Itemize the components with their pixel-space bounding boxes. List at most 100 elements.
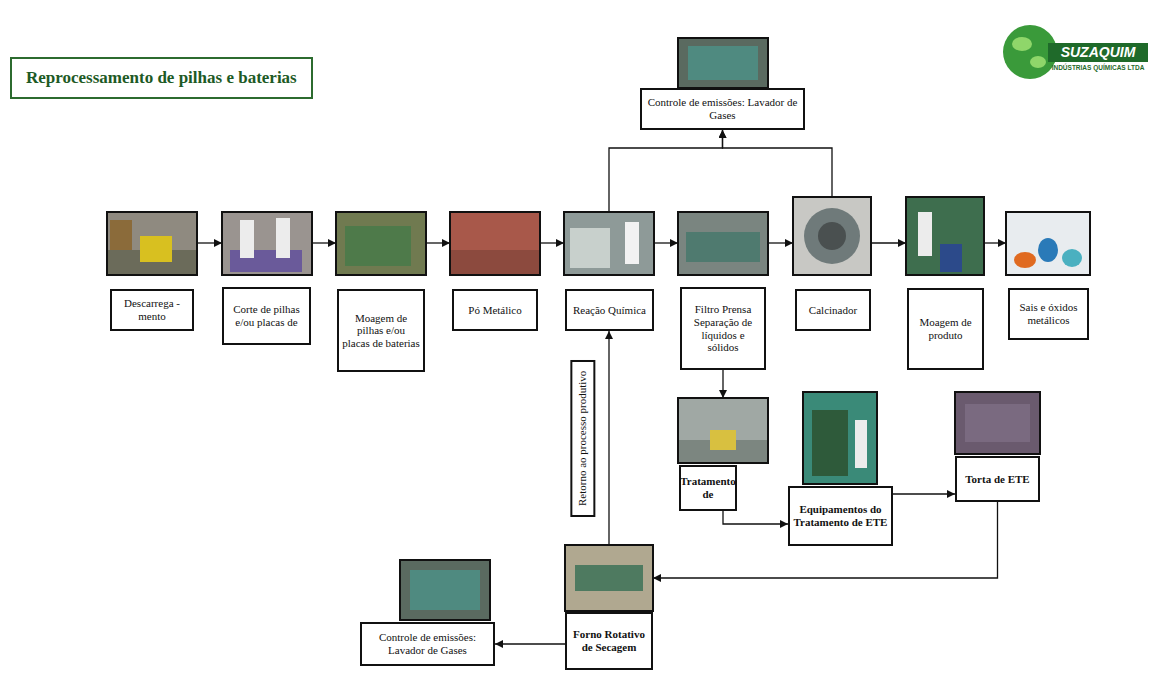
flow-arrow (495, 643, 565, 644)
photo-ground (906, 197, 984, 275)
photo-barrier (710, 430, 736, 450)
step-label: Corte de pilhas e/ou placas de (227, 303, 306, 328)
photo-worker (625, 222, 639, 264)
photo-kiln (575, 565, 643, 591)
photo-ground (564, 212, 654, 275)
photo-frame (793, 197, 871, 275)
photo-frame (678, 212, 768, 275)
photo-machine (812, 410, 848, 476)
step-label: Moagem de produto (912, 316, 979, 341)
flow-arrow (609, 130, 723, 212)
photo-flask (1038, 238, 1058, 262)
label-box: Tratamento de (679, 465, 737, 511)
photo-ground (1006, 212, 1090, 275)
label-box: Sais e óxidos metálicos (1008, 288, 1089, 340)
photo-frame (678, 38, 768, 88)
step-label: Descarrega -mento (115, 297, 189, 322)
process-step: Equipamentos do Tratamento de ETE (788, 392, 893, 546)
photo-drum (804, 208, 860, 264)
photo-worker (855, 420, 867, 468)
photo-cake (965, 404, 1030, 442)
photo-ground (222, 212, 312, 275)
photo-frame (678, 398, 768, 463)
photo-frame (906, 197, 984, 275)
process-step: Calcinador (793, 197, 871, 331)
logo-text: SUZAQUIM (1050, 43, 1146, 61)
flow-arrow (197, 242, 222, 243)
logo-band (1048, 43, 1148, 62)
flow-arrow (654, 242, 678, 243)
photo-frame (222, 212, 312, 275)
photo-ground (678, 398, 768, 463)
step-label: Controle de emissões: Lavador de Gases (365, 631, 490, 656)
step-label: Forno Rotativo de Secagem (570, 628, 648, 653)
process-step: Pó Metálico (450, 212, 540, 331)
process-step: Moagem de pilhas e/ou placas de baterias (336, 212, 426, 372)
photo-scrubber (688, 46, 758, 80)
photo-frame (565, 545, 653, 611)
flow-arrow (723, 130, 833, 197)
process-step: Tratamento de (678, 398, 768, 511)
label-box: Moagem de pilhas e/ou placas de baterias (337, 289, 425, 372)
label-box: Moagem de produto (907, 288, 984, 370)
step-label: Pó Metálico (468, 304, 521, 317)
photo-ground (336, 212, 426, 275)
process-step: Controle de emissões: Lavador de Gases (360, 560, 495, 666)
photo-scrubber (410, 570, 480, 610)
step-label: Moagem de pilhas e/ou placas de baterias (342, 312, 420, 350)
label-box: Filtro Prensa Separação de líquidos e só… (680, 287, 766, 370)
photo-worker (918, 212, 932, 256)
process-step: Controle de emissões: Lavador de Gases (640, 38, 805, 130)
photo-ground (450, 212, 540, 275)
label-box: Pó Metálico (452, 289, 538, 331)
step-label: Torta de ETE (965, 473, 1029, 486)
photo-tank (570, 228, 610, 268)
step-label: Reação Química (573, 304, 646, 317)
photo-ground (955, 392, 1040, 454)
photo-frame (803, 392, 877, 484)
process-step: Torta de ETE (955, 392, 1040, 502)
flow-arrow (426, 242, 450, 243)
photo-frame (107, 212, 197, 275)
photo-ground (565, 545, 653, 611)
photo-drum-door (818, 222, 846, 250)
photo-ground (678, 212, 768, 275)
label-box: Reação Química (565, 289, 654, 331)
flow-arrow (768, 242, 793, 243)
diagram-title: Reprocessamento de pilhas e baterias (26, 68, 297, 88)
process-step: Forno Rotativo de Secagem (565, 545, 653, 670)
photo-frame (1006, 212, 1090, 275)
logo-land (1030, 56, 1046, 68)
label-box: Controle de emissões: Lavador de Gases (360, 622, 495, 666)
photo-flask (1014, 252, 1036, 268)
logo-text: INDÚSTRIAS QUÍMICAS LTDA (1049, 64, 1147, 72)
photo-barrel (940, 244, 962, 272)
label-box: Equipamentos do Tratamento de ETE (788, 486, 893, 546)
flow-arrow (722, 370, 723, 398)
label-box: Torta de ETE (955, 456, 1040, 502)
logo-land (1012, 37, 1032, 51)
photo-worker (276, 218, 290, 258)
photo-ground (678, 38, 768, 88)
label-box: Calcinador (795, 289, 871, 331)
label-box: Corte de pilhas e/ou placas de (222, 287, 311, 345)
label-box: Controle de emissões: Lavador de Gases (640, 88, 805, 130)
process-step: Filtro Prensa Separação de líquidos e só… (678, 212, 768, 370)
process-step: Corte de pilhas e/ou placas de (222, 212, 312, 345)
photo-boxes (110, 220, 132, 250)
edge-label: Retorno ao processo produtivo (576, 370, 589, 505)
label-box: Descarrega -mento (110, 289, 194, 331)
photo-worker (240, 220, 254, 258)
step-label: Sais e óxidos metálicos (1013, 301, 1084, 326)
title-box: Reprocessamento de pilhas e baterias (10, 57, 313, 99)
photo-frame (400, 560, 490, 620)
flow-arrow (540, 242, 564, 243)
step-label: Filtro Prensa Separação de líquidos e só… (685, 303, 761, 354)
step-label: Tratamento de (680, 475, 735, 500)
photo-ground (803, 392, 877, 484)
flow-arrow (893, 493, 955, 494)
label-box: Forno Rotativo de Secagem (565, 612, 653, 670)
process-step: Moagem de produto (906, 197, 984, 370)
flow-arrow (608, 331, 609, 545)
